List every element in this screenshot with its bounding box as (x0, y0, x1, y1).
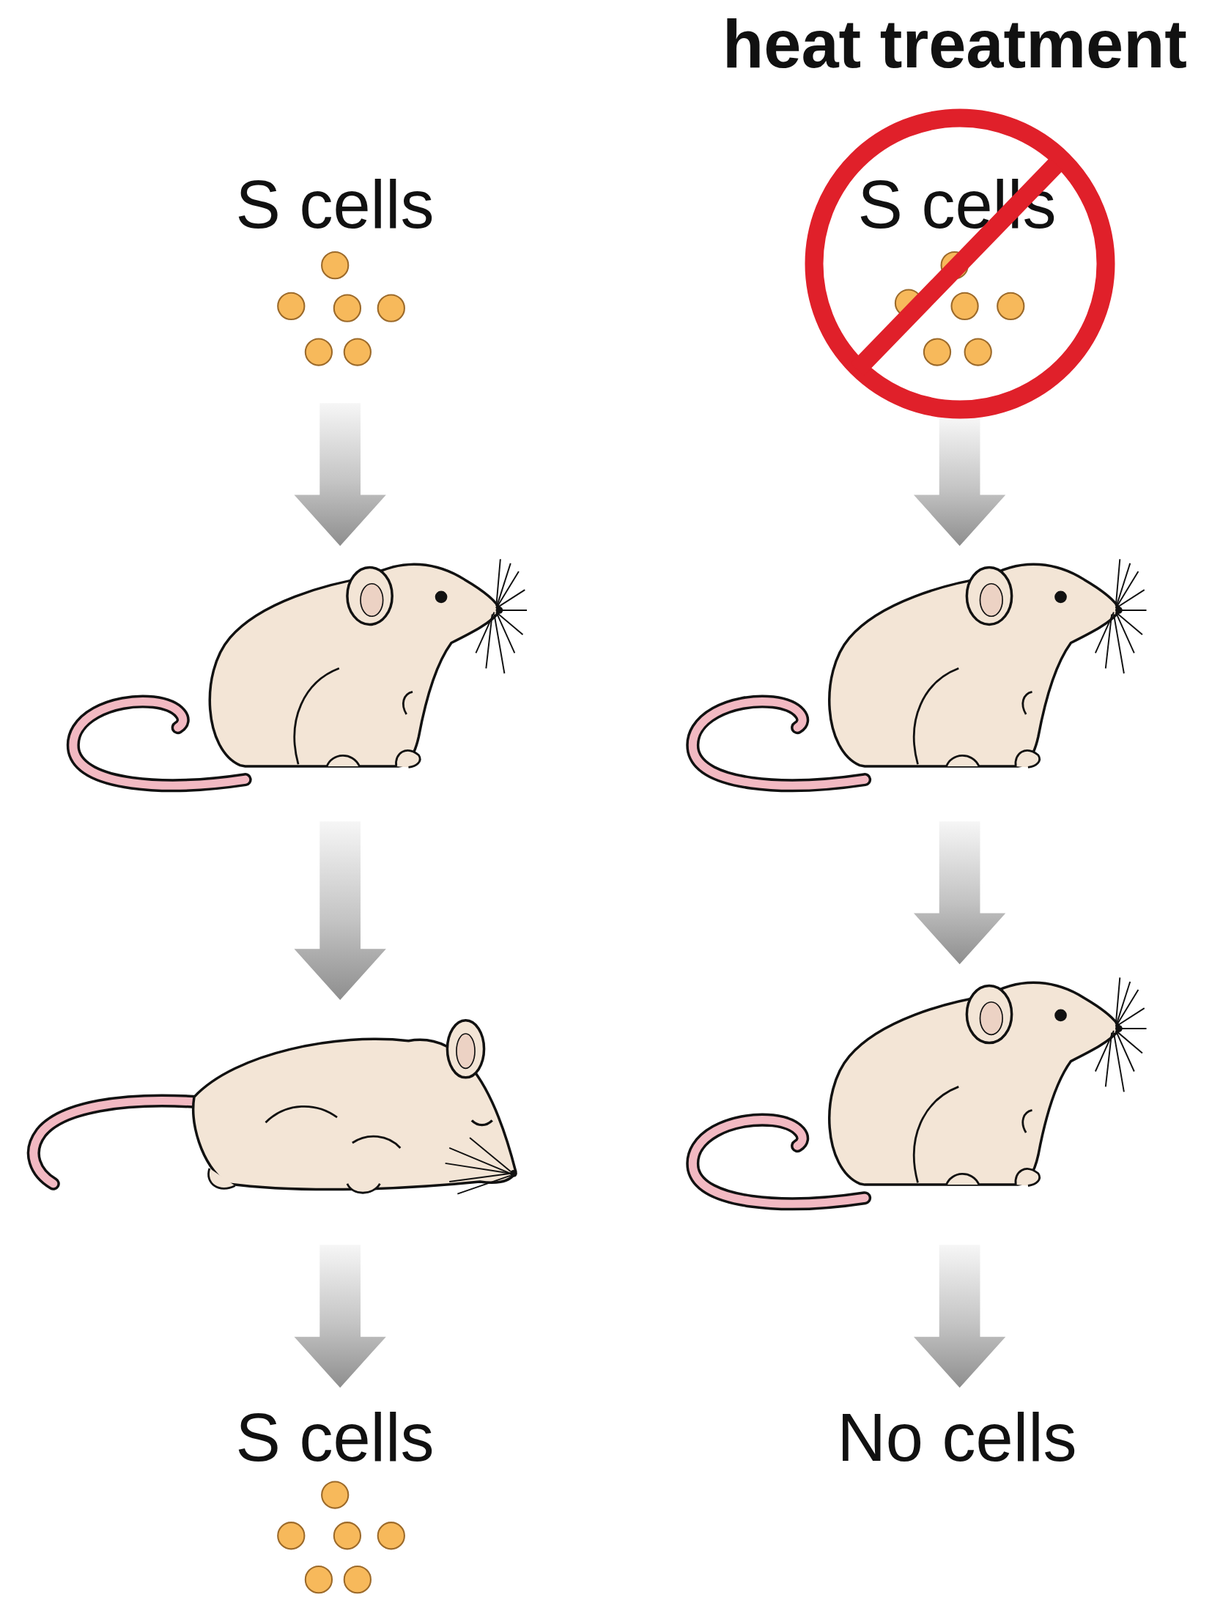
flow-arrow (293, 403, 386, 546)
flow-arrow (913, 1244, 1006, 1388)
live-mouse (692, 977, 1147, 1204)
live-mouse (73, 559, 527, 786)
live-mouse (692, 559, 1147, 786)
flow-arrow (293, 821, 386, 1001)
column-heading: heat treatment (722, 10, 1188, 78)
prohibition-ring (814, 117, 1106, 410)
sample-label: S cells (235, 170, 435, 239)
flow-arrow (913, 418, 1006, 546)
prohibition-circle: S cells (804, 108, 1116, 420)
dead-mouse (33, 1020, 518, 1195)
flow-arrow (913, 821, 1006, 965)
prohibition-slash (857, 164, 1056, 370)
result-label: No cells (836, 1403, 1077, 1472)
prohibition-sign (804, 108, 1116, 420)
cell-cluster (277, 252, 405, 366)
result-label: S cells (235, 1403, 435, 1472)
flow-arrow (293, 1244, 386, 1388)
cell-cluster (277, 1481, 405, 1594)
